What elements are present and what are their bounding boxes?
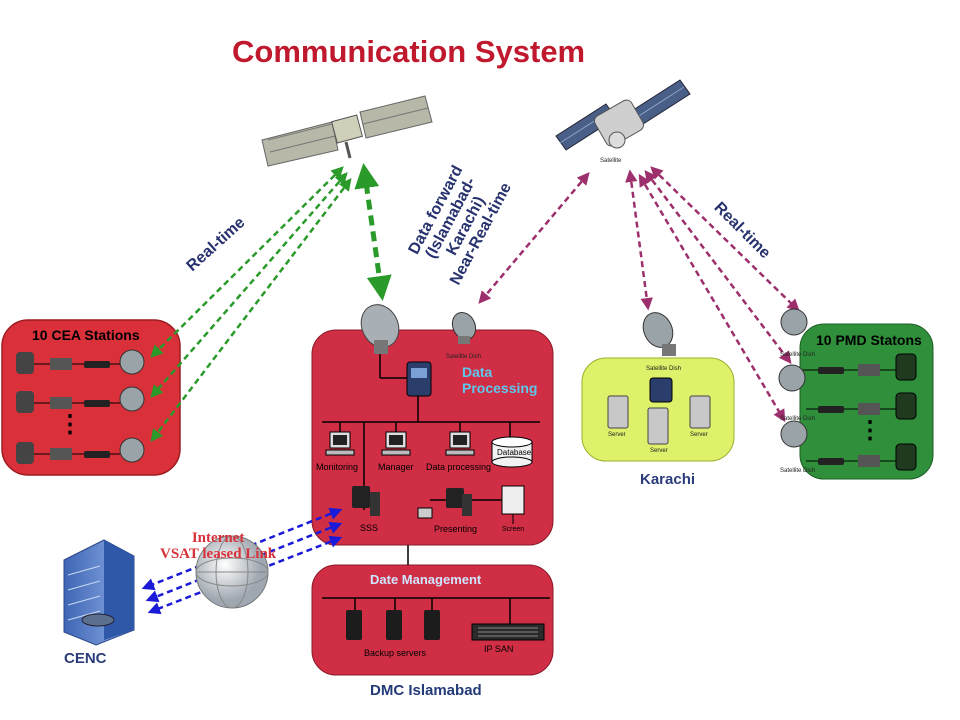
monitoring-label: Monitoring (316, 462, 359, 472)
karachi-server-mid-label: Server (650, 448, 668, 454)
cea-realtime-links (150, 166, 352, 442)
dmc-small-dish-icon (451, 311, 477, 344)
backup-servers-label: Backup servers (364, 648, 427, 658)
satellite-left-icon (261, 95, 433, 167)
pmd-dish-label-3: Satellite Dish (780, 468, 816, 474)
pmd-title: 10 PMD Statons (816, 332, 922, 348)
management-title: Date Management (370, 572, 482, 587)
sss-label: SSS (360, 523, 379, 533)
ip-san-icon (471, 623, 545, 641)
pmd-ellipsis: ⋮ (858, 417, 882, 444)
satellite-right-icon (555, 79, 691, 151)
pmd-row-3 (806, 443, 917, 471)
cea-title: 10 CEA Stations (32, 327, 140, 343)
pmd-row-2 (780, 392, 917, 448)
processing-server-icon (406, 361, 432, 397)
monitoring-computer-icon (325, 431, 355, 456)
pmd-row-1 (778, 308, 917, 392)
karachi-caption: Karachi (640, 471, 696, 488)
cea-station-rows (16, 349, 145, 464)
pmd-station-rows (778, 308, 917, 471)
dmc-caption: DMC Islamabad (370, 682, 482, 699)
backup-servers-icon (346, 610, 440, 640)
screen-icon (501, 485, 525, 524)
pmd-dish-label-2: Satellite Dish (780, 416, 816, 422)
internet-link-label: Internet VSAT leased Link (160, 530, 276, 562)
internet-globe-icon (195, 535, 269, 609)
dmc-bus (322, 354, 550, 624)
cea-ellipsis: ⋮ (58, 411, 82, 438)
cenc-building-icon (63, 539, 135, 646)
cea-row-2 (16, 386, 145, 413)
karachi-server-right-label: Server (690, 432, 708, 438)
processing-line-2: Processing (462, 380, 538, 396)
karachi-dish-icon (642, 312, 676, 356)
internet-line-2: VSAT leased Link (160, 546, 277, 562)
dmc-uplink (354, 163, 392, 301)
manager-label: Manager (378, 462, 414, 472)
cea-row-1 (16, 349, 145, 375)
dmc-dish-icon (360, 304, 400, 354)
presenting-label: Presenting (434, 524, 478, 534)
dmc-dish-label: Satellite Dish (446, 354, 482, 360)
cenc-caption: CENC (64, 650, 107, 667)
data-processing-computer-icon (445, 431, 475, 456)
database-icon (491, 436, 533, 468)
manager-computer-icon (381, 431, 411, 456)
karachi-server-left-label: Server (608, 432, 626, 438)
database-label: Database (497, 448, 532, 457)
karachi-servers-icon (607, 377, 711, 445)
satellite-right-label: Satellite (600, 158, 622, 164)
internet-line-1: Internet (191, 530, 245, 546)
data-processing-node-label: Data processing (426, 462, 492, 472)
pmd-realtime-links (478, 166, 800, 423)
sss-workstation-icon (352, 486, 380, 516)
ip-san-label: IP SAN (484, 644, 514, 654)
cea-row-3 (16, 437, 145, 464)
screen-label: Screen (502, 526, 525, 533)
karachi-dish-label: Satellite Dish (646, 366, 682, 372)
page-title: Communication System (232, 34, 586, 69)
presenting-workstation-icon (417, 488, 472, 519)
processing-line-1: Data (462, 364, 493, 380)
pmd-dish-label-1: Satellite Dish (780, 352, 816, 358)
data-processing-label: Data Processing (462, 364, 537, 396)
